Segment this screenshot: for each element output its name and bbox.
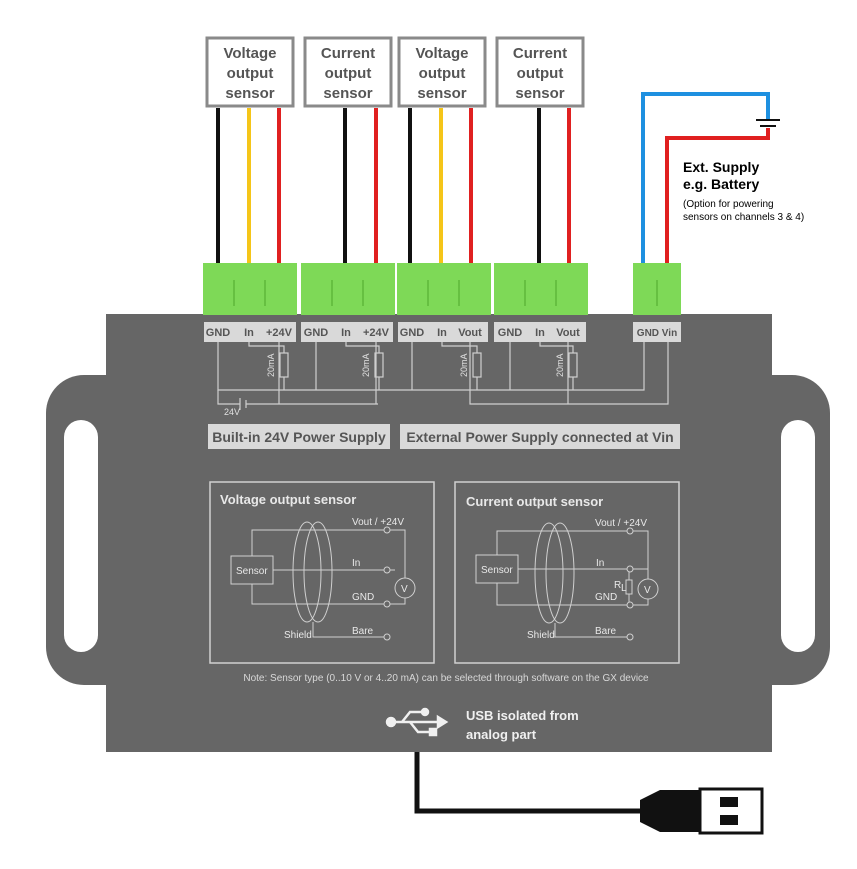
tvin-label: GND Vin <box>637 328 677 339</box>
sv-vout: Vout / +24V <box>352 517 404 528</box>
schematic-current: Current output sensor Vout / +24V Sensor… <box>454 481 680 664</box>
sensor-1-line3: sensor <box>225 85 274 102</box>
right-mount-slot <box>781 420 815 652</box>
t1-gnd: GND <box>206 327 231 339</box>
sensor-1-line1: Voltage <box>223 45 276 62</box>
schematic-voltage: Voltage output sensor Vout / +24V Sensor… <box>209 481 435 664</box>
terminal-blocks <box>203 263 681 315</box>
sv-gnd: GND <box>352 592 374 603</box>
sv-bare: Bare <box>352 626 374 637</box>
usb-icon <box>385 707 449 737</box>
ext-supply-wiring <box>641 92 780 264</box>
terminal-block-1 <box>203 263 297 315</box>
t1-in: In <box>244 327 254 339</box>
t3-in: In <box>437 327 447 339</box>
t1-24v: +24V <box>266 327 293 339</box>
housing-body <box>106 314 772 752</box>
ext-supply-line1: Ext. Supply <box>683 159 759 175</box>
sensor-box-3: Voltage output sensor <box>397 36 487 108</box>
usb-plug <box>698 787 764 835</box>
sv-shield: Shield <box>284 630 312 641</box>
sensor-4-line3: sensor <box>515 85 564 102</box>
builtin-supply-label: Built-in 24V Power Supply <box>212 429 386 445</box>
sensor-3-line2: output <box>419 65 466 82</box>
sensor-box-2: Current output sensor <box>303 36 393 108</box>
sensor-2-line3: sensor <box>323 85 372 102</box>
sc-bare: Bare <box>595 626 617 637</box>
terminal-block-4 <box>494 263 588 315</box>
resistor-label-2: 20mA <box>361 353 371 377</box>
terminal-block-2 <box>301 263 395 315</box>
t2-in: In <box>341 327 351 339</box>
left-mount-slot <box>64 420 98 652</box>
usb-cable <box>414 752 764 835</box>
terminal-block-3 <box>397 263 491 315</box>
ext-supply-note2: sensors on channels 3 & 4) <box>683 212 804 223</box>
t2-gnd: GND <box>304 327 329 339</box>
schematic-voltage-title: Voltage output sensor <box>220 492 356 507</box>
housing <box>46 314 830 752</box>
t4-gnd: GND <box>498 327 523 339</box>
sv-meter: V <box>401 584 408 595</box>
sensor-type-note: Note: Sensor type (0..10 V or 4..20 mA) … <box>243 673 649 684</box>
external-supply-panel <box>400 424 680 449</box>
sc-rl: R <box>614 580 621 591</box>
red-wire <box>665 128 770 264</box>
sensor-4-line1: Current <box>513 45 567 62</box>
sv-in: In <box>352 558 360 569</box>
usb-label-line1: USB isolated from <box>466 708 579 723</box>
t4-in: In <box>535 327 545 339</box>
blue-wire <box>641 92 770 264</box>
supply-label: 24V <box>224 407 240 417</box>
sc-in: In <box>596 558 604 569</box>
sensor-wires <box>216 108 571 264</box>
sc-vout: Vout / +24V <box>595 518 647 529</box>
t4-vout: Vout <box>556 327 580 339</box>
resistor-label-4: 20mA <box>555 353 565 377</box>
sensor-4-line2: output <box>517 65 564 82</box>
sc-shield: Shield <box>527 630 555 641</box>
sc-rl-sub: L <box>621 583 627 594</box>
sensor-box-1: Voltage output sensor <box>205 36 295 108</box>
t3-vout: Vout <box>458 327 482 339</box>
sc-gnd: GND <box>595 592 617 603</box>
external-supply-label: External Power Supply connected at Vin <box>406 429 673 445</box>
resistor-label-3: 20mA <box>459 353 469 377</box>
sc-meter: V <box>644 585 651 596</box>
builtin-supply-panel <box>208 424 390 449</box>
terminal-labels: GND In +24V GND In +24V GND In Vout GND … <box>204 322 681 342</box>
usb-label-line2: analog part <box>466 727 537 742</box>
ext-supply-note1: (Option for powering <box>683 199 774 210</box>
t3-gnd: GND <box>400 327 425 339</box>
sensor-box-4: Current output sensor <box>495 36 585 108</box>
internal-circuit <box>217 342 669 410</box>
sensor-3-line3: sensor <box>417 85 466 102</box>
ext-supply-line2: e.g. Battery <box>683 176 759 192</box>
resistor-label-1: 20mA <box>266 353 276 377</box>
sensor-1-line2: output <box>227 65 274 82</box>
schematic-current-title: Current output sensor <box>466 494 603 509</box>
sensor-3-line1: Voltage <box>415 45 468 62</box>
t2-24v: +24V <box>363 327 390 339</box>
sv-sensor: Sensor <box>236 566 268 577</box>
sensor-2-line1: Current <box>321 45 375 62</box>
sc-sensor: Sensor <box>481 565 513 576</box>
sensor-2-line2: output <box>325 65 372 82</box>
